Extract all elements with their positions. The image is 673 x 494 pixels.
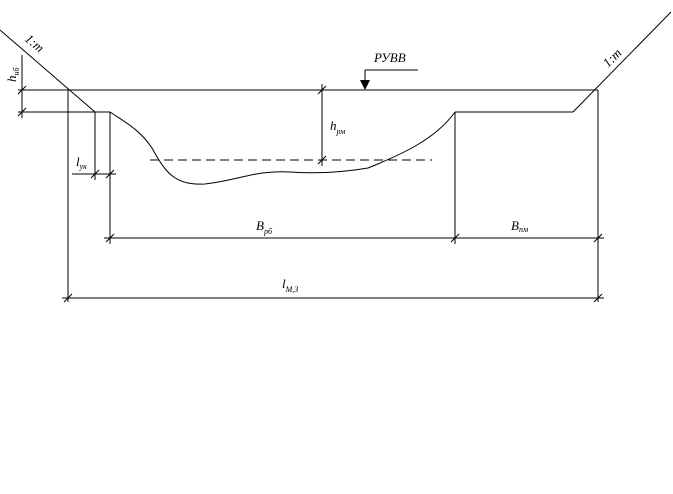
h-rm-tick-bottom <box>317 155 327 165</box>
l-mz-tick-right <box>593 293 603 303</box>
ruvv-arrow-icon <box>360 80 370 90</box>
riverbed-profile <box>109 111 456 185</box>
b-pm-label: Bпм <box>511 218 528 234</box>
h-rm-label: hрм <box>330 118 345 136</box>
l-uk-tick-right <box>105 169 115 179</box>
b-mid-tick <box>450 233 460 243</box>
left-slope-line <box>0 29 96 113</box>
ruvv-label: РУВВ <box>373 50 406 65</box>
b-rb-label: Bрб <box>256 218 273 236</box>
b-pm-tick-right <box>593 233 603 243</box>
b-rb-tick-left <box>105 233 115 243</box>
right-slope-line <box>572 11 672 113</box>
slope-right-label: 1:m <box>600 45 625 70</box>
h-nb-label: hнб <box>4 67 21 82</box>
l-mz-label: lМ,З <box>282 276 298 294</box>
slope-left-label: 1:m <box>22 31 47 55</box>
l-uk-tick-left <box>90 169 100 179</box>
h-nb-tick-bottom <box>17 107 27 117</box>
l-mz-tick-left <box>63 293 73 303</box>
h-rm-tick-top <box>317 85 327 95</box>
h-nb-tick-top <box>17 85 27 95</box>
l-uk-label: lук <box>76 154 87 171</box>
